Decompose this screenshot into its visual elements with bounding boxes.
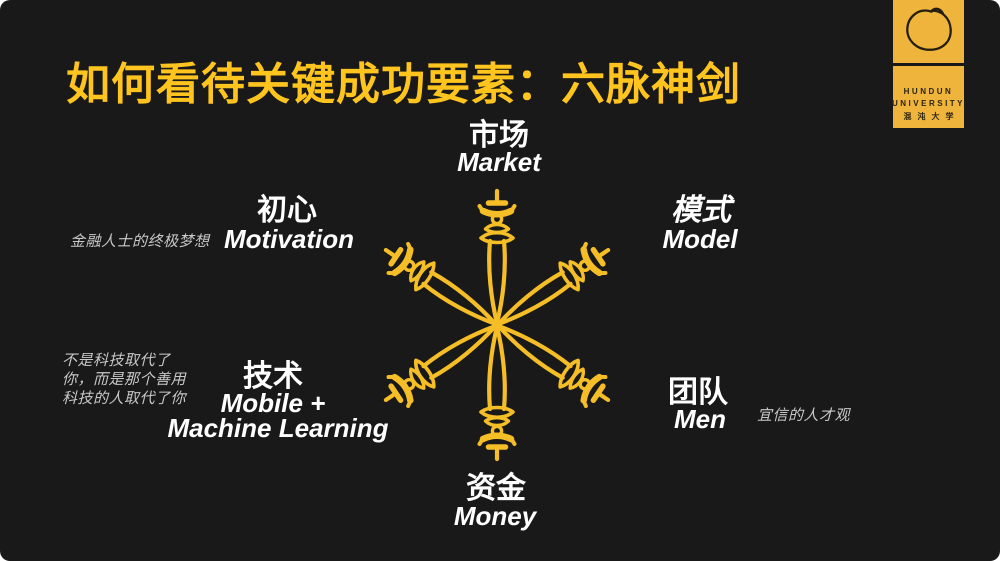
logo-wordmark: HUNDUN UNIVERSITY 混沌大学 bbox=[892, 66, 966, 128]
sword-technology bbox=[376, 312, 505, 415]
label-team-zh: 团队 bbox=[668, 376, 728, 409]
label-technology-en-line1: Mobile + bbox=[220, 388, 326, 418]
sword-money bbox=[480, 327, 515, 459]
annotation-technology-line1: 不是科技取代了 bbox=[62, 352, 171, 369]
annotation-motivation: 金融人士的终极梦想 bbox=[70, 233, 210, 250]
sword-model bbox=[489, 236, 618, 339]
label-market-zh: 市场 bbox=[469, 119, 529, 152]
annotation-technology-line2: 你，而是那个善用 bbox=[62, 371, 187, 388]
annotation-technology: 不是科技取代了 你，而是那个善用 科技的人取代了你 bbox=[62, 351, 186, 408]
label-team-en: Men bbox=[674, 404, 726, 434]
label-model-zh: 模式 bbox=[671, 194, 731, 227]
logo-text-line2: UNIVERSITY bbox=[892, 98, 966, 108]
page-title: 如何看待关键成功要素：六脉神剑 bbox=[66, 60, 741, 109]
sword-motivation bbox=[376, 236, 505, 339]
label-technology-zh: 技术 bbox=[243, 360, 303, 393]
logo-text-cn: 混沌大学 bbox=[903, 111, 960, 121]
label-money-zh: 资金 bbox=[466, 472, 526, 505]
logo-text-line1: HUNDUN bbox=[903, 86, 954, 96]
logo-circle-box bbox=[893, 0, 964, 63]
label-technology-en-line2: Machine Learning bbox=[167, 413, 389, 443]
annotation-technology-line3: 科技的人取代了你 bbox=[62, 390, 187, 407]
sword-market bbox=[480, 191, 515, 323]
label-market-en: Market bbox=[457, 147, 541, 177]
sword-team bbox=[489, 312, 618, 415]
annotation-team: 宜信的人才观 bbox=[757, 407, 851, 424]
label-motivation-zh: 初心 bbox=[257, 194, 317, 227]
label-model-en: Model bbox=[662, 224, 738, 254]
label-motivation-en: Motivation bbox=[224, 224, 354, 254]
label-money-en: Money bbox=[453, 501, 537, 531]
hand-drawn-circle-icon bbox=[900, 3, 958, 60]
hundun-logo: HUNDUN UNIVERSITY 混沌大学 bbox=[892, 0, 966, 128]
